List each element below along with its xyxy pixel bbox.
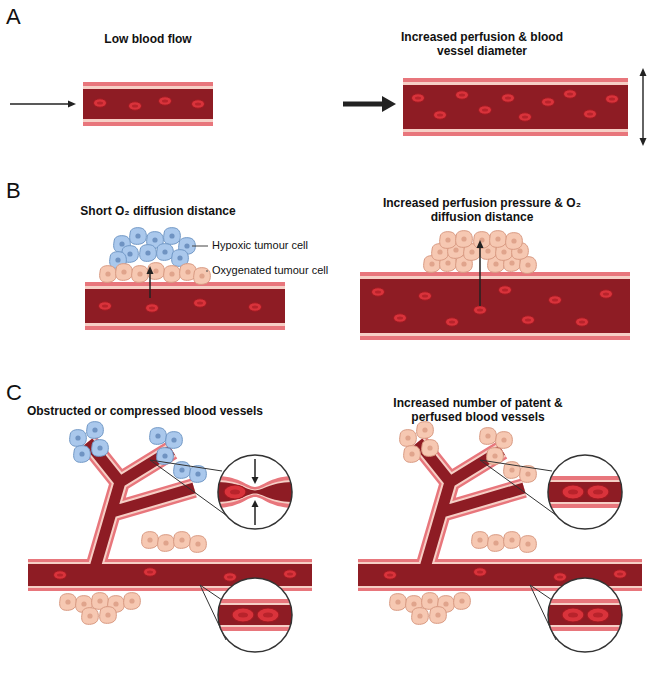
callout-label: Hypoxic tumour cell — [212, 239, 308, 252]
panel-title: Obstructed or compressed blood vessels — [15, 404, 275, 418]
panel-letter: B — [6, 178, 21, 204]
panel-title: Increased number of patent & perfused bl… — [378, 396, 578, 425]
panel-title: Increased perfusion & blood vessel diame… — [397, 30, 567, 59]
callout-label: Oxygenated tumour cell — [212, 264, 328, 277]
panel-title: Short O₂ diffusion distance — [38, 204, 278, 218]
panel-letter: A — [6, 4, 21, 30]
panel-title: Low blood flow — [28, 32, 268, 46]
panel-letter: C — [6, 380, 22, 406]
panel-title: Increased perfusion pressure & O₂ diffus… — [382, 196, 582, 225]
